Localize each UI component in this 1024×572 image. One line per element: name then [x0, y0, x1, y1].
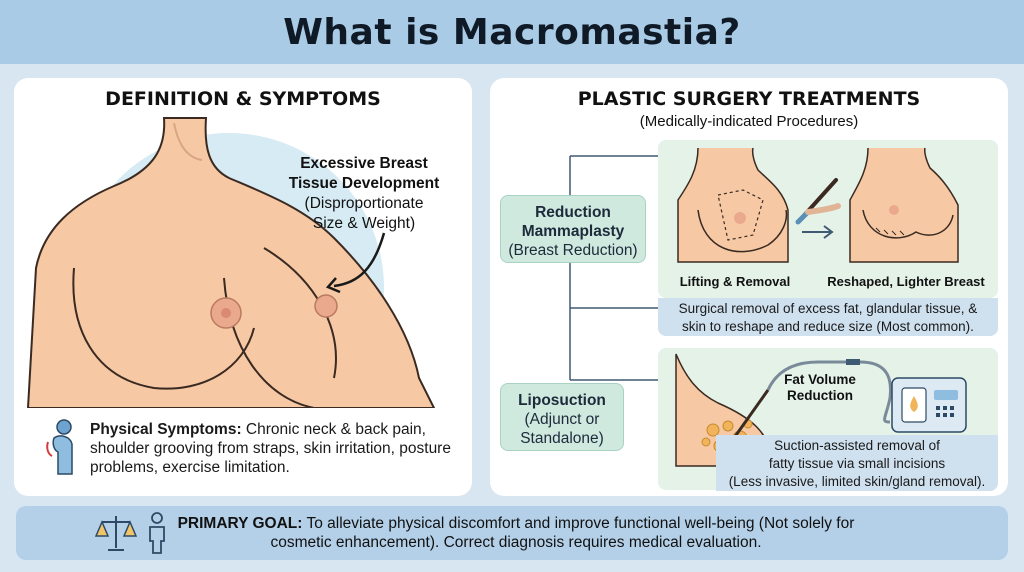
definition-heading: DEFINITION & SYMPTOMS — [105, 88, 381, 110]
fat-volume-label: Fat Volume Reduction — [770, 372, 870, 404]
callout-sub-line-1: (Disproportionate — [304, 195, 424, 212]
lipo-desc-line-3: (Less invasive, limited skin/gland remov… — [728, 474, 986, 489]
connector-lines — [569, 155, 658, 389]
posture-person-icon — [46, 419, 73, 475]
lipo-name-line-1: Liposuction — [518, 392, 606, 409]
reduction-name-line-2: Mammaplasty — [521, 223, 625, 240]
callout-sub-line-2: Size & Weight) — [312, 215, 416, 232]
reduction-illustration — [677, 147, 959, 263]
treatments-heading: PLASTIC SURGERY TREATMENTS — [577, 88, 921, 110]
torso-illustration — [26, 117, 436, 408]
symptoms-description: Physical Symptoms: Chronic neck & back p… — [90, 420, 462, 477]
lipo-name-line-2: (Adjunct or — [524, 411, 600, 428]
header-banner: What is Macromastia? — [0, 0, 1024, 64]
reduction-name-line-3: (Breast Reduction) — [508, 242, 638, 259]
lipo-name-line-3: Standalone) — [520, 430, 604, 447]
liposuction-box: Liposuction (Adjunct or Standalone) — [500, 383, 624, 451]
goal-text: To alleviate physical discomfort and imp… — [270, 515, 855, 551]
lipo-desc-line-2: fatty tissue via small incisions — [768, 456, 946, 471]
label-reshaped-breast: Reshaped, Lighter Breast — [827, 274, 985, 289]
primary-goal-text: PRIMARY GOAL: To alleviate physical disc… — [166, 514, 866, 552]
scalpel-icon — [795, 178, 841, 225]
lipo-desc-line-1: Suction-assisted removal of — [774, 438, 940, 453]
suction-machine-icon — [891, 377, 967, 433]
label-lifting-removal: Lifting & Removal — [679, 274, 791, 289]
reduction-desc-line-2: skin to reshape and reduce size (Most co… — [682, 319, 974, 334]
page-title: What is Macromastia? — [283, 11, 741, 53]
treatments-subheading: (Medically-indicated Procedures) — [639, 113, 859, 130]
tissue-callout: Excessive Breast Tissue Development (Dis… — [264, 154, 464, 234]
reduction-name-line-1: Reduction — [535, 204, 611, 221]
arrow-right-icon — [802, 225, 834, 239]
reduction-mammaplasty-box: Reduction Mammaplasty (Breast Reduction) — [500, 195, 646, 263]
goal-label: PRIMARY GOAL: — [177, 515, 303, 532]
fat-label-line-2: Reduction — [787, 388, 853, 403]
balance-scale-icon — [94, 516, 138, 551]
person-icon — [149, 512, 165, 554]
liposuction-description: Suction-assisted removal of fatty tissue… — [716, 435, 998, 491]
reduction-illustration-area: Lifting & Removal Reshaped, Lighter Brea… — [658, 140, 998, 298]
reduction-desc-line-1: Surgical removal of excess fat, glandula… — [678, 301, 978, 316]
callout-title-line-1: Excessive Breast — [300, 155, 428, 172]
reduction-description: Surgical removal of excess fat, glandula… — [658, 298, 998, 336]
definition-panel: DEFINITION & SYMPTOMS Excessive Breast T… — [14, 78, 472, 496]
callout-title-line-2: Tissue Development — [288, 175, 440, 192]
fat-label-line-1: Fat Volume — [784, 372, 856, 387]
symptoms-label: Physical Symptoms: — [90, 421, 242, 438]
primary-goal-banner: PRIMARY GOAL: To alleviate physical disc… — [16, 506, 1008, 560]
treatments-panel: PLASTIC SURGERY TREATMENTS (Medically-in… — [490, 78, 1008, 496]
symptoms-text: Chronic neck & back pain, shoulder groov… — [90, 421, 451, 476]
